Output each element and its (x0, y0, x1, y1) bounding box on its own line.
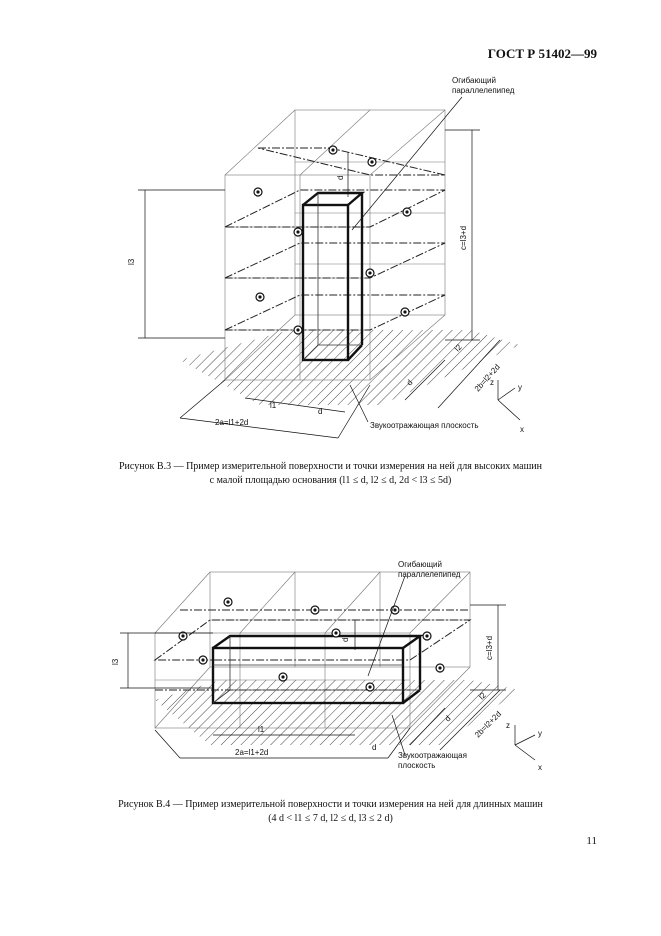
measurement-point (278, 672, 288, 682)
measurement-contours (153, 609, 472, 691)
measurement-point (328, 145, 338, 155)
axis-y-label: y (518, 383, 522, 392)
reflecting-plane-hatch (155, 680, 520, 745)
axis-z-label: z (490, 378, 494, 387)
dim-c: c=l3+d (485, 636, 494, 660)
dim-d-top: d (341, 638, 350, 642)
envelope-parallelepiped (211, 634, 424, 705)
measurement-point (365, 682, 375, 692)
dim-d-bottom: d (318, 407, 322, 416)
dim-a: 2a=l1+2d (235, 748, 268, 757)
measurement-point (255, 292, 265, 302)
figure-b4-caption: Рисунок В.4 — Пример измерительной повер… (40, 798, 621, 826)
dim-d-side: d (443, 714, 453, 724)
measurement-point (365, 268, 375, 278)
measurement-point (400, 307, 410, 317)
caption-line: Рисунок В.4 — Пример измерительной повер… (118, 799, 543, 810)
measurement-point (293, 227, 303, 237)
axis-y-label: y (538, 729, 542, 738)
measurement-contours (224, 147, 446, 331)
measurement-point (310, 605, 320, 615)
dim-d-top: d (336, 176, 345, 180)
axis-x-label: x (538, 763, 542, 772)
microphone-positions (253, 145, 412, 335)
measurement-point (178, 631, 188, 641)
dim-l1: l1 (258, 725, 265, 734)
figure-b3-caption: Рисунок В.3 — Пример измерительной повер… (40, 460, 621, 488)
reflecting-plane-hatch (180, 330, 520, 405)
measurement-point (223, 597, 233, 607)
measurement-point (422, 631, 432, 641)
dim-l2: l2 (453, 342, 464, 353)
microphone-positions (178, 597, 445, 692)
axis-z-label: z (506, 721, 510, 730)
dim-d-bottom: d (372, 743, 376, 752)
dimension-lines (120, 575, 536, 761)
dim-a: 2a=l1+2d (215, 418, 248, 427)
caption-line: Рисунок В.3 — Пример измерительной повер… (118, 461, 543, 472)
dimension-lines (138, 96, 521, 439)
measurement-point (435, 663, 445, 673)
page-number: 11 (586, 835, 597, 847)
measurement-point (293, 325, 303, 335)
measurement-point (198, 655, 208, 665)
dim-l1: l1 (270, 401, 277, 410)
dim-c: c=l3+d (459, 226, 468, 250)
dim-l3: l3 (111, 658, 120, 665)
caption-line: с малой площадью основания (l1 ≤ d, l2 ≤… (209, 475, 452, 486)
dim-l3: l3 (127, 258, 136, 265)
measurement-point (331, 628, 341, 638)
standard-number: ГОСТ Р 51402—99 (487, 46, 597, 61)
dim-b: 2b=l2+2d (473, 363, 502, 394)
measurement-point (367, 157, 377, 167)
label-reflecting-plane: Звукоотражающая плоскость (370, 421, 479, 430)
measurement-point (253, 187, 263, 197)
axis-x-label: x (520, 425, 524, 434)
measurement-point (402, 207, 412, 217)
caption-line: (4 d < l1 ≤ 7 d, l2 ≤ d, l3 ≤ 2 d) (268, 813, 393, 824)
dim-l2: l2 (477, 690, 488, 701)
dim-d-side: d (405, 378, 415, 387)
